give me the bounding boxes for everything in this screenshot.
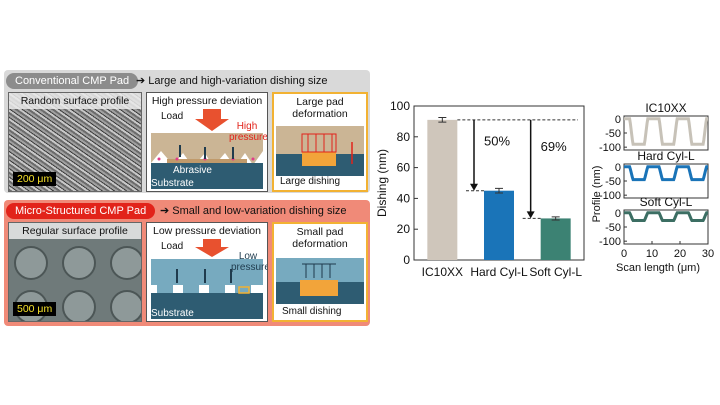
series-title: Hard Cyl-L [637, 149, 695, 163]
photo-title: Random surface profile [9, 93, 141, 109]
series-title: Soft Cyl-L [640, 195, 693, 209]
error-bar [495, 187, 503, 194]
y-tick-label: 0 [615, 114, 621, 126]
profile-line [624, 211, 708, 222]
large-deformation-diagram: Large pad deformation Large dishing [272, 92, 368, 192]
bar [484, 190, 514, 260]
x-axis-label: Scan length (μm) [616, 262, 700, 274]
bar [540, 218, 571, 260]
y-tick-label: -100 [599, 190, 621, 202]
random-surface-photo: Random surface profile 200 μm [8, 92, 142, 192]
diagram-title: Low pressure deviation [153, 225, 261, 237]
low-pressure-diagram: Low pressure deviation Load Low pressure… [146, 222, 268, 322]
substrate-label: Substrate [151, 308, 194, 319]
low-pressure-illustration [151, 239, 263, 319]
low-pressure-label: Low pressure [231, 251, 268, 273]
conventional-caption-text: Large and high-variation dishing size [148, 75, 328, 87]
error-bar [551, 216, 560, 221]
small-dishing-label: Small dishing [282, 306, 342, 317]
high-pressure-label: High pressure [229, 121, 268, 143]
y-tick-label: 0 [615, 162, 621, 174]
y-axis-label: Dishing (nm) [375, 149, 389, 217]
large-dishing-label: Large dishing [280, 176, 341, 187]
error-bar [438, 117, 447, 123]
x-tick-label: 0 [621, 248, 627, 260]
annotation-label: 50% [484, 133, 510, 148]
y-tick-label: 0 [615, 208, 621, 220]
small-deformation-illustration [276, 258, 364, 304]
deformation-title: Small pad deformation [292, 226, 348, 250]
x-tick-label: 30 [702, 248, 714, 260]
substrate-label: Substrate [151, 178, 194, 189]
y-tick-label: -100 [599, 142, 621, 154]
regular-surface-photo: Regular surface profile 500 μm [8, 222, 142, 322]
scale-bar: 500 μm [13, 302, 57, 316]
series-title: IC10XX [645, 101, 686, 115]
y-tick-label: 60 [397, 161, 411, 175]
y-tick-label: -50 [605, 176, 621, 188]
load-label: Load [161, 241, 184, 252]
y-tick-label: -50 [605, 222, 621, 234]
x-category-label: IC10XX [422, 265, 463, 279]
large-deformation-illustration [276, 126, 364, 176]
diagram-title: High pressure deviation [151, 95, 263, 107]
x-tick-label: 10 [646, 248, 658, 260]
load-label: Load [161, 111, 184, 122]
profile-line [624, 165, 709, 182]
micro-caption: ➔ Small and low-variation dishing size [160, 205, 347, 217]
arrow-head [526, 211, 535, 219]
conventional-pad-pill: Conventional CMP Pad [6, 73, 139, 89]
abrasive-label: Abrasive [173, 165, 212, 176]
y-tick-label: 40 [397, 191, 411, 205]
high-pressure-illustration [151, 109, 263, 189]
high-pressure-diagram: High pressure deviation Load High pressu… [146, 92, 268, 192]
arrow-head [470, 183, 478, 191]
y-tick-label: 80 [397, 130, 411, 144]
micro-caption-text: Small and low-variation dishing size [172, 205, 347, 217]
y-tick-label: -100 [599, 236, 621, 248]
profile-frame [623, 209, 709, 245]
y-tick-label: -50 [605, 128, 621, 140]
small-deformation-diagram: Small pad deformation Small dishing [272, 222, 368, 322]
scale-bar: 200 μm [13, 172, 57, 186]
y-axis-label: Profile (nm) [591, 166, 603, 223]
y-tick-label: 20 [397, 222, 411, 236]
deformation-title: Large pad deformation [292, 96, 348, 120]
bar [427, 119, 458, 260]
profile-line [624, 117, 709, 146]
annotation-label: 69% [541, 139, 567, 154]
photo-title: Regular surface profile [9, 223, 141, 239]
micro-pad-pill: Micro-Structured CMP Pad [6, 203, 156, 219]
x-category-label: Hard Cyl-L [470, 265, 528, 279]
x-tick-label: 20 [674, 248, 686, 260]
x-category-label: Soft Cyl-L [529, 265, 582, 279]
y-tick-label: 0 [403, 253, 410, 267]
conventional-caption: ➔ Large and high-variation dishing size [136, 75, 328, 87]
y-tick-label: 100 [390, 100, 410, 113]
